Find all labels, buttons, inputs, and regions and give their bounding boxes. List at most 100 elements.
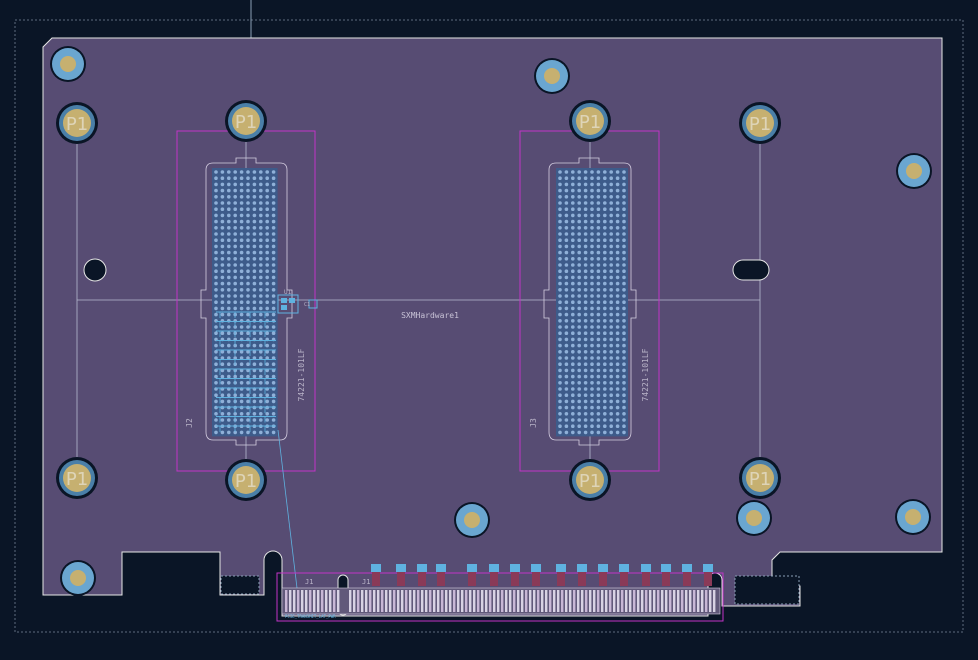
bga-pad [622, 263, 626, 267]
edge-finger [557, 590, 560, 612]
top-pad-lead [704, 572, 712, 586]
top-pad-lead [642, 572, 650, 586]
bga-pad [259, 294, 263, 298]
bga-pad [227, 207, 231, 211]
bga-pad [571, 195, 575, 199]
edge-top-pads[interactable] [371, 564, 713, 586]
bga-pad [227, 219, 231, 224]
edge-finger [709, 590, 712, 612]
bga-pad [233, 281, 237, 286]
bga-pad [577, 244, 581, 249]
edge-finger [677, 590, 680, 612]
bga-pad [220, 343, 225, 348]
j2-pad-array[interactable] [212, 168, 278, 437]
bga-pad [590, 374, 594, 379]
mounting-hole-drill [232, 107, 260, 135]
edge-finger [421, 590, 424, 612]
bga-pad [233, 182, 237, 187]
bga-pad [246, 430, 250, 435]
bga-pad [558, 337, 562, 342]
bga-pad [564, 244, 569, 249]
bga-pad [239, 356, 244, 360]
bga-pad [577, 350, 581, 354]
bga-pad [265, 393, 270, 398]
bga-pad [571, 269, 575, 274]
top-pad-lead [532, 572, 540, 586]
j2-outline [200, 157, 293, 446]
bga-pad [246, 412, 250, 416]
bga-pad [214, 350, 218, 354]
edge-finger [681, 590, 684, 612]
u1-footprint[interactable] [277, 294, 299, 314]
bga-pad [265, 374, 270, 379]
bga-pad [239, 182, 244, 187]
edge-finger [529, 590, 532, 612]
mounting-hole-label: P1 [579, 471, 601, 492]
edge-finger [337, 590, 340, 612]
bga-pad [252, 263, 257, 267]
bga-pad [583, 356, 588, 360]
bga-pad [609, 412, 613, 416]
bga-pad [590, 201, 594, 205]
bga-pad [603, 300, 607, 305]
bga-pad [615, 312, 620, 317]
bga-pad [227, 176, 231, 180]
bga-pad [558, 418, 562, 422]
bga-pad [239, 213, 244, 218]
edge-finger [653, 590, 656, 612]
bga-pad [571, 281, 575, 286]
bga-pad [577, 368, 581, 373]
bga-pad [220, 219, 225, 224]
bga-pad [214, 238, 218, 242]
edge-fingers[interactable] [285, 590, 716, 612]
bga-pad [259, 238, 263, 242]
bga-pad [583, 374, 588, 379]
bga-pad [265, 226, 270, 230]
bga-pad [233, 238, 237, 242]
bga-pad [590, 250, 594, 255]
bga-pad [577, 374, 581, 379]
bga-pad [259, 281, 263, 286]
bga-pad [583, 257, 588, 261]
edge-finger [613, 590, 616, 612]
edge-finger [609, 590, 612, 612]
edge-finger [545, 590, 548, 612]
bga-pad [590, 325, 594, 329]
bga-pad [220, 170, 225, 174]
bga-pad [564, 393, 569, 398]
bga-pad [577, 275, 581, 280]
mounting-hole-label: P1 [749, 114, 771, 135]
bga-pad [227, 430, 231, 435]
bga-pad [603, 182, 607, 187]
c1-footprint[interactable] [308, 299, 318, 309]
bga-pad [622, 182, 626, 187]
bga-pad [583, 343, 588, 348]
board-outline[interactable] [42, 37, 943, 617]
bga-pad [227, 244, 231, 249]
standoff-pads[interactable] [50, 46, 932, 596]
bga-pad [577, 381, 581, 385]
bga-pad [259, 399, 263, 404]
edge-finger [401, 590, 404, 612]
bga-pad [265, 306, 270, 311]
bga-pad [252, 250, 257, 255]
edge-finger [429, 590, 432, 612]
bga-pad [603, 337, 607, 342]
bga-pad [239, 300, 244, 305]
bga-pad [271, 232, 276, 236]
bga-pad [583, 381, 588, 385]
bga-pad [622, 300, 626, 305]
bga-pad [271, 226, 276, 230]
edge-finger [469, 590, 472, 612]
bga-pad [227, 213, 231, 218]
j3-pad-array[interactable] [556, 168, 628, 437]
bga-pad [265, 319, 270, 323]
bga-pad [265, 300, 270, 305]
mounting-hole-drill [746, 464, 774, 492]
edge-finger [625, 590, 628, 612]
bga-pad [252, 182, 257, 187]
bga-pad [603, 201, 607, 205]
bga-pad [596, 238, 601, 242]
